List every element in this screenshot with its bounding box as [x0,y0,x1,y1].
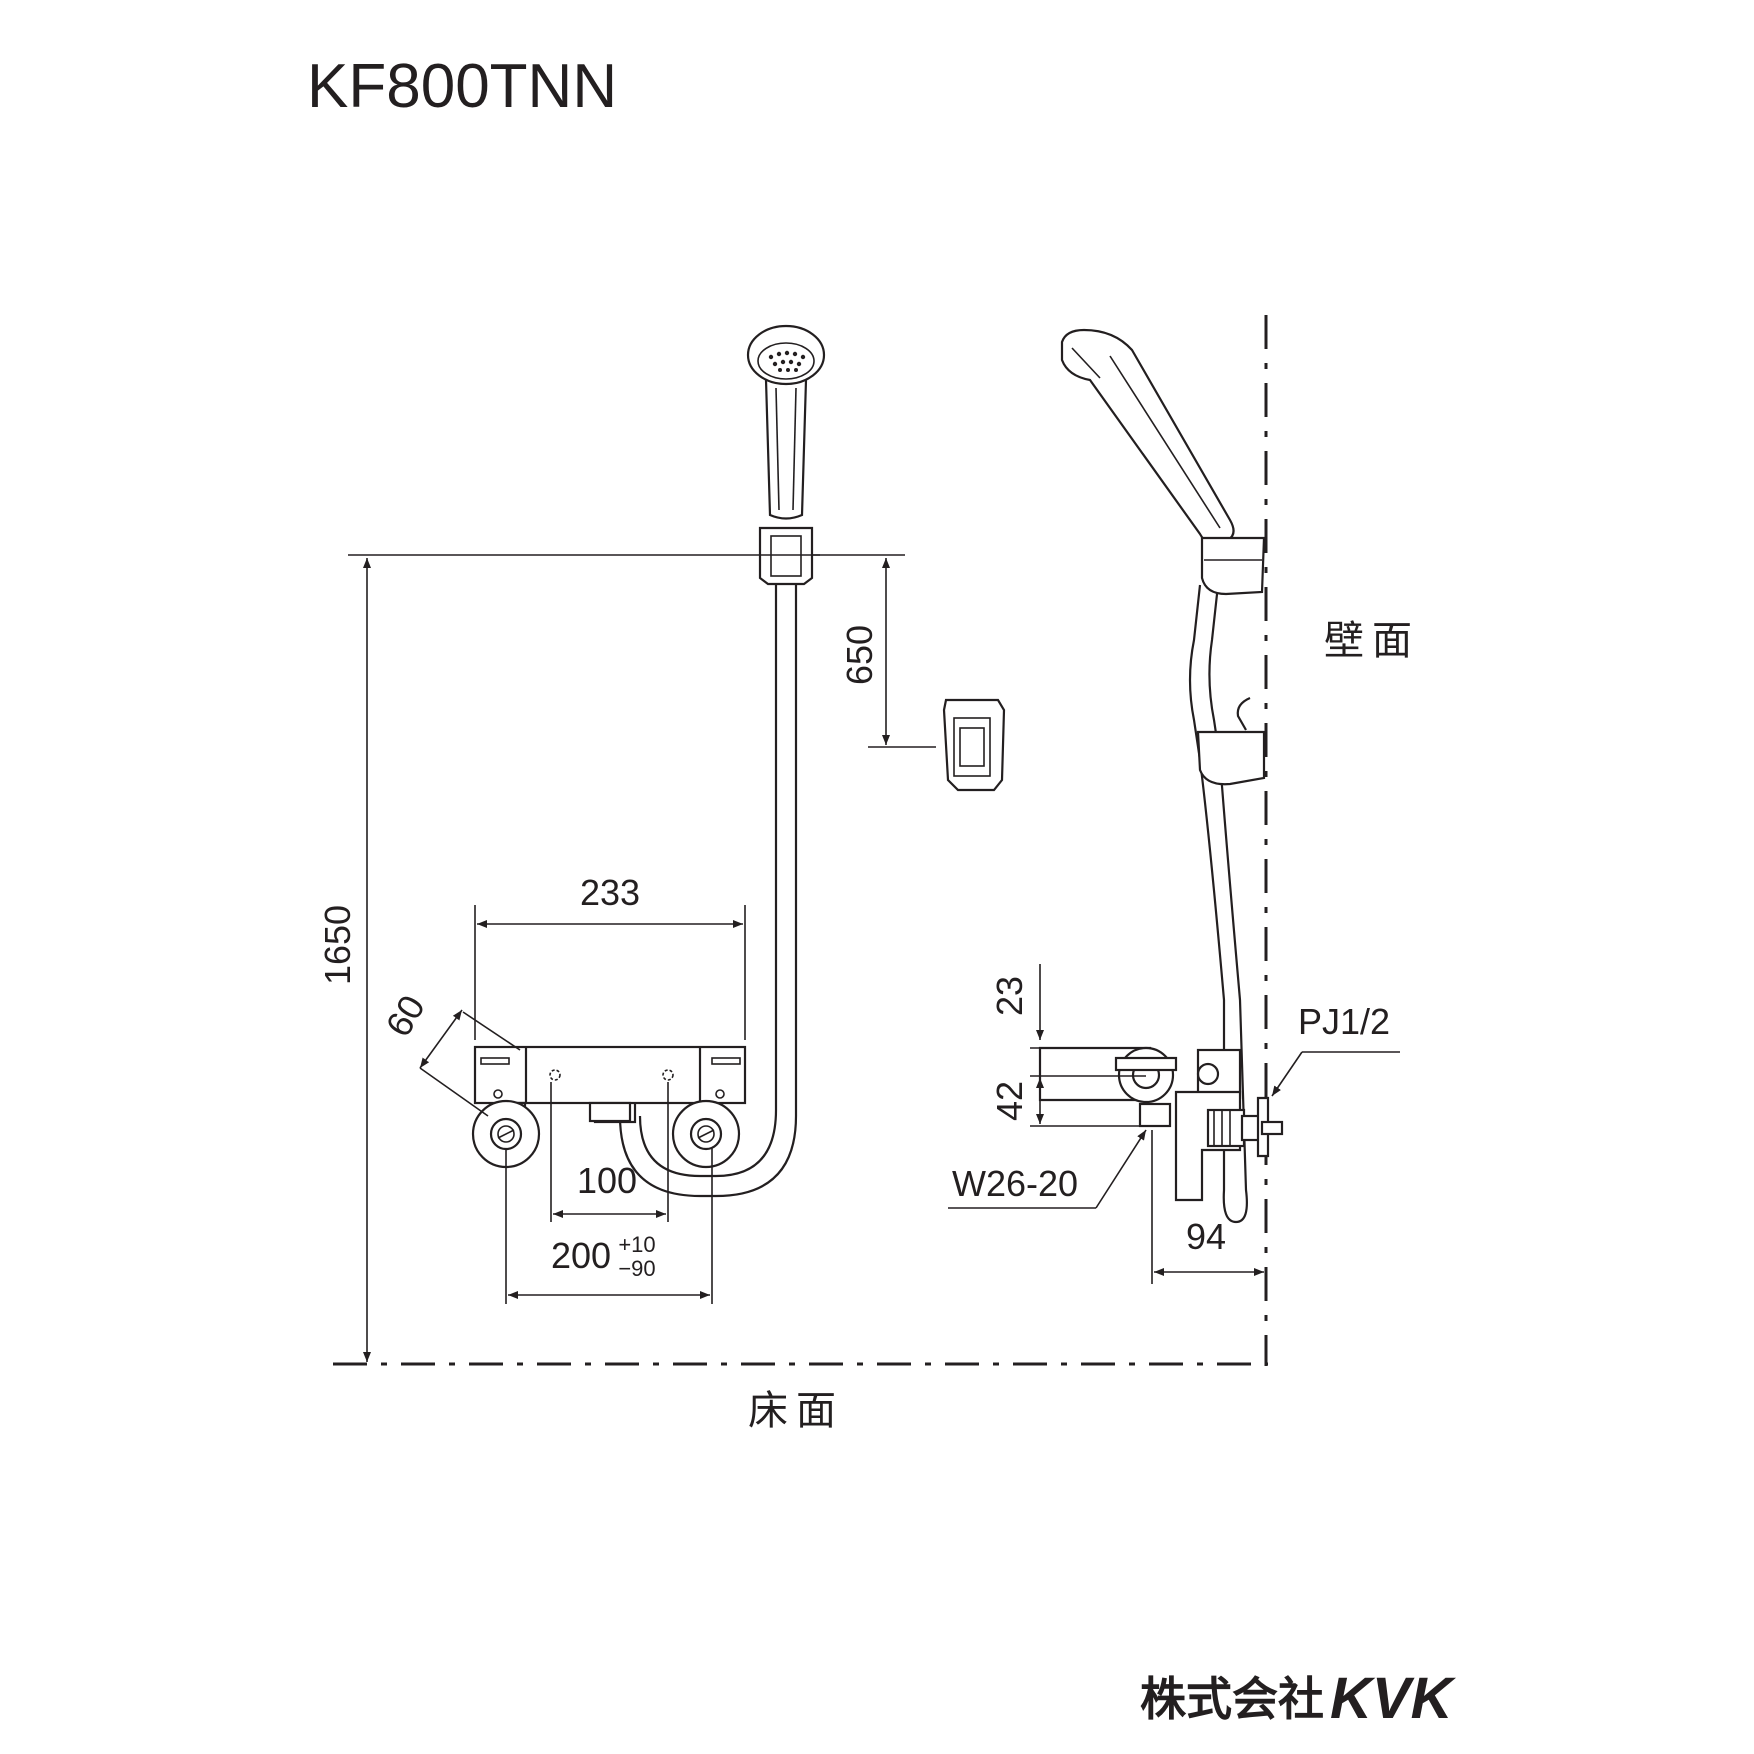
dim-200-label: 200 [551,1235,611,1276]
connection-label: PJ1/2 [1298,1001,1390,1042]
dim-650-label: 650 [839,625,880,685]
wall-label: 壁面 [1324,619,1420,663]
company-label: 株式会社 [1140,1673,1324,1725]
brand-logo: KVK [1330,1666,1457,1731]
outlet-label: W26-20 [952,1163,1078,1204]
dim-94-label: 94 [1186,1216,1226,1257]
dim-200-tol-plus: +10 [618,1232,655,1257]
outlet-side [1138,1102,1172,1128]
dim-side-heights: 23 42 [989,964,1150,1127]
mixer-body-front [473,1045,747,1105]
model-title: KF800TNN [307,52,617,121]
dim-wall-offset: 94 [1151,1130,1264,1284]
dim-42-label: 42 [989,1081,1030,1121]
holder-lower [942,698,1006,792]
dim-60-label: 60 [377,988,433,1043]
dim-holder-drop: 650 [812,554,936,748]
leader-outlet: W26-20 [948,1129,1147,1209]
shower-head-side [1060,328,1235,548]
holder-top [758,526,814,586]
dim-1650-label: 1650 [317,905,358,985]
dim-233-label: 233 [580,872,640,913]
slider-lower [1196,730,1266,786]
floor-label: 床面 [748,1389,844,1433]
dim-inlet-inner: 100 [550,1082,669,1222]
dim-height-total: 1650 [317,554,820,1362]
slider-upper [1200,536,1266,596]
dim-inlet-pitch: 200 +10 −90 [505,1148,713,1304]
side-view [1038,328,1284,1224]
hose-front [638,584,778,1178]
inlet-right [671,1099,741,1169]
front-view [471,324,1006,1198]
shower-head-front [746,324,826,520]
outlet-front [588,1101,632,1123]
inlet-left [471,1099,541,1169]
dim-23-label: 23 [989,976,1030,1016]
leader-connection: PJ1/2 [1271,1001,1400,1097]
dim-100-label: 100 [577,1160,637,1201]
dim-body-width: 233 [474,872,746,1040]
dim-200-tol-minus: −90 [618,1256,655,1281]
